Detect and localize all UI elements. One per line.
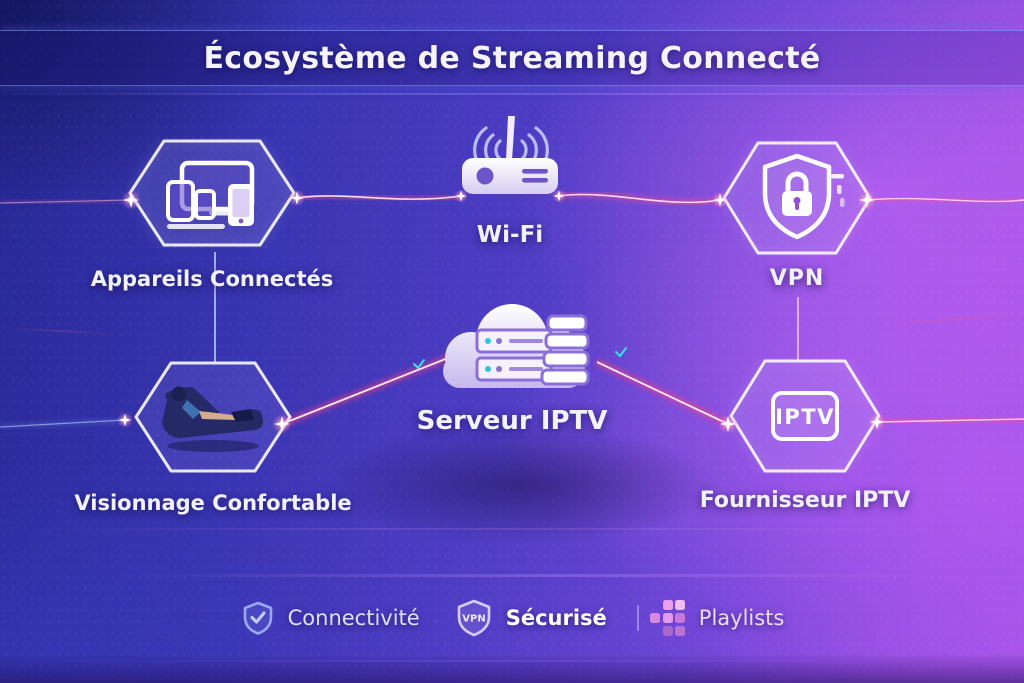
wifi-router-icon	[462, 116, 558, 194]
devices-icon	[166, 160, 255, 229]
red-light-streak	[0, 326, 120, 336]
vpn-label: VPN	[769, 266, 825, 291]
shield-check-icon	[243, 601, 272, 635]
light-streak	[0, 574, 1024, 577]
devices-hexagon	[128, 139, 296, 247]
vpn-hexagon	[722, 141, 872, 255]
legend-item-connectivite: Connectivité	[240, 600, 420, 636]
playlists-label: Playlists	[698, 606, 785, 630]
shield-lock-icon	[762, 153, 845, 240]
devices-label: Appareils Connectés	[90, 267, 334, 291]
light-streak	[0, 528, 1024, 530]
red-light-streak	[880, 312, 1024, 326]
title-band: Écosystème de Streaming Connecté	[0, 30, 1024, 86]
grid-icon	[649, 600, 685, 636]
bottom-shade	[0, 653, 1024, 683]
iptv-box-text: IPTV	[775, 405, 835, 429]
provider-hexagon: IPTV	[729, 359, 881, 473]
vpn-badge-icon: VPN	[457, 599, 491, 637]
viewing-hexagon	[134, 361, 292, 473]
node-fournisseur-iptv: IPTV Fournisseur IPTV	[680, 358, 930, 516]
person-recliner-icon	[162, 386, 264, 452]
connectivite-label: Connectivité	[287, 606, 420, 630]
shadow-vignette	[320, 425, 720, 545]
cloud-server-icon	[443, 304, 590, 388]
node-appareils-connectes: Appareils Connectés	[84, 138, 340, 294]
iptv-box-icon: IPTV	[771, 391, 839, 441]
vpn-badge-text: VPN	[462, 614, 485, 625]
securise-label: Sécurisé	[505, 606, 607, 630]
light-streak	[0, 660, 1024, 662]
node-serveur-iptv: Serveur IPTV	[387, 288, 637, 436]
node-vpn: VPN	[672, 140, 922, 294]
node-visionnage-confortable: Visionnage Confortable	[74, 360, 352, 518]
antenna	[506, 116, 515, 160]
legend-item-playlists: Playlists	[649, 599, 785, 637]
server-label: Serveur IPTV	[416, 406, 608, 436]
viewing-label: Visionnage Confortable	[74, 491, 352, 515]
legend-divider	[636, 605, 639, 631]
node-wifi: Wi-Fi	[430, 114, 590, 250]
legend-row: Connectivité VPN Sécurisé Playlists	[0, 592, 1024, 644]
light-streak	[0, 93, 1024, 95]
provider-label: Fournisseur IPTV	[699, 488, 911, 513]
page-title: Écosystème de Streaming Connecté	[203, 41, 820, 76]
wifi-label: Wi-Fi	[476, 222, 544, 248]
stacked-playlists-icon	[540, 314, 590, 386]
legend-item-securise: VPN Sécurisé	[454, 598, 607, 638]
title-rest: de Streaming Connecté	[406, 40, 821, 76]
title-emphasis: Écosystème	[203, 40, 407, 76]
